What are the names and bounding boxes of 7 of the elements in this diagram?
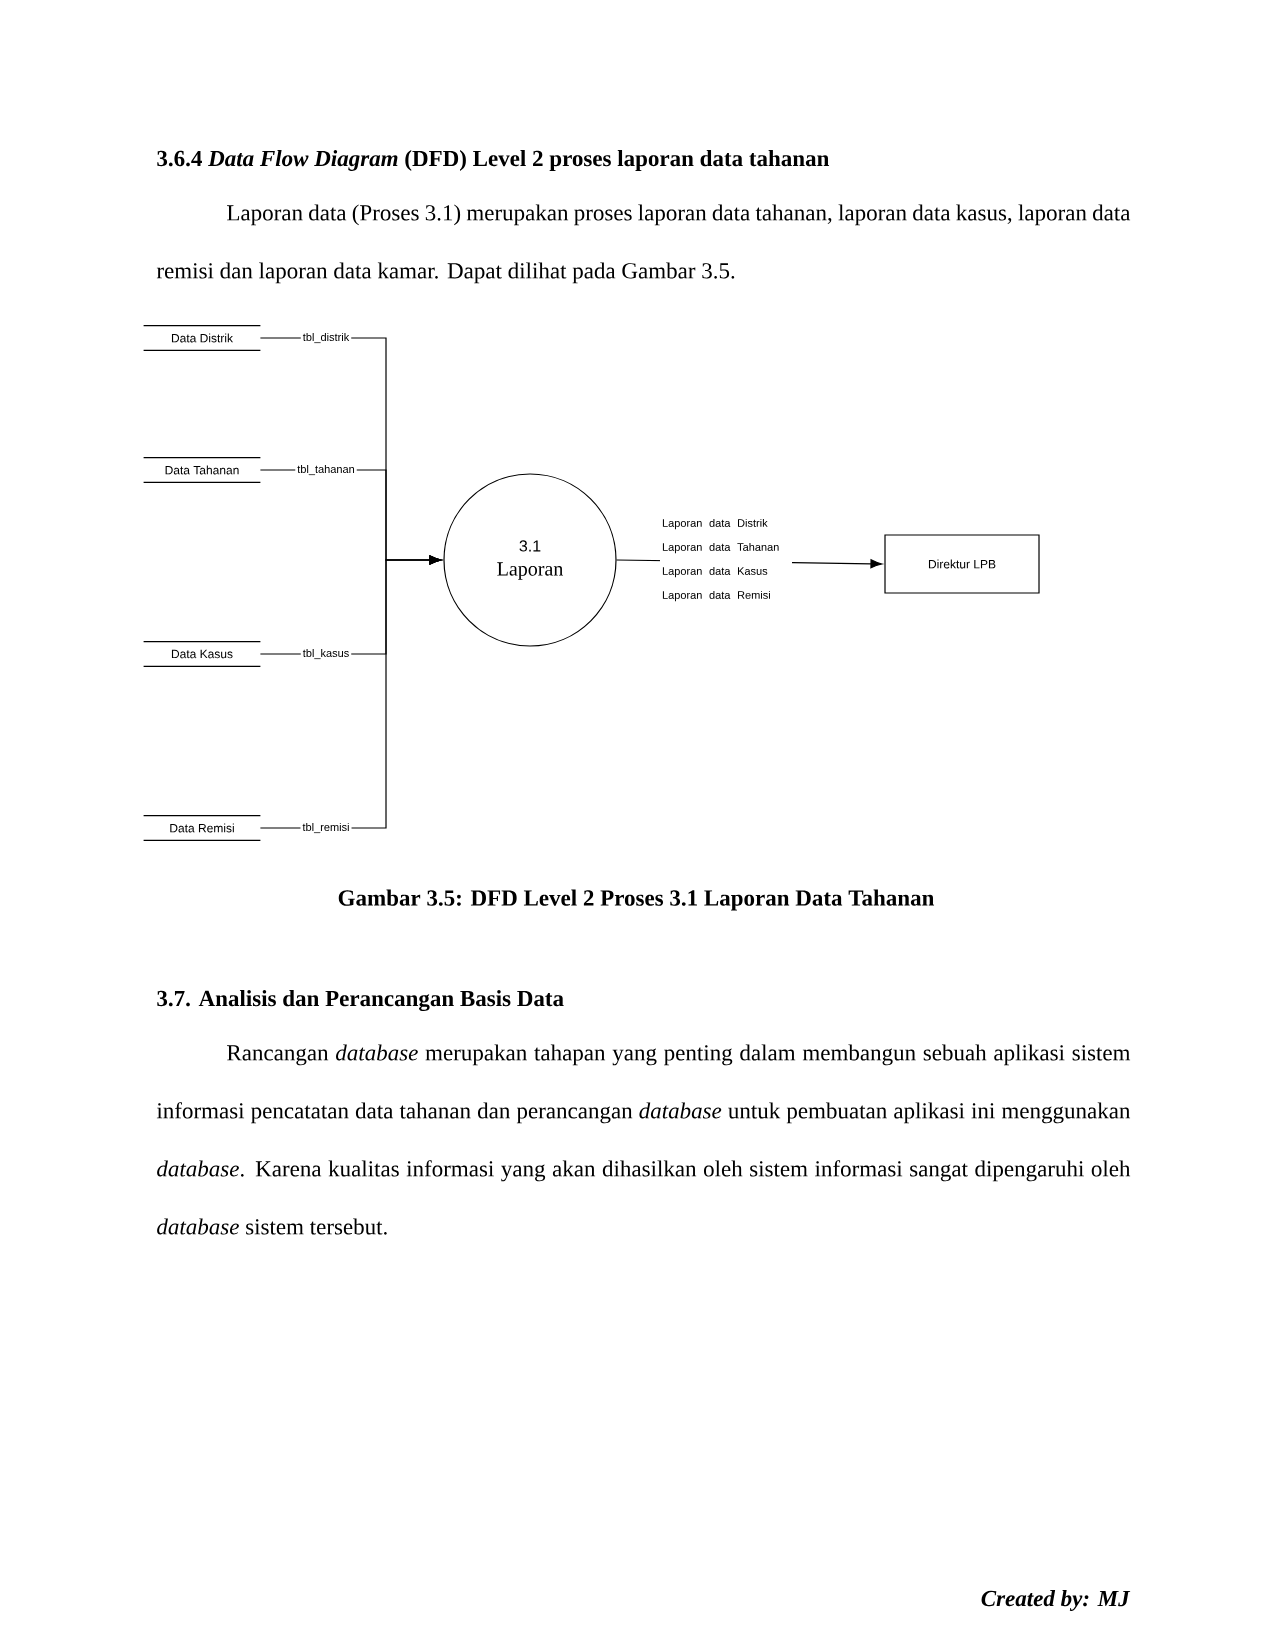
paragraph: Rancangan database merupakan tahapan yang penting dalam membangun sebuah aplikasi sistem informasi pencatatan data tahanan dan perancangan database untuk pembuatan aplikasi ini menggunakan database. Karena kualitas informasi yang akan dihasilkan oleh sistem informasi sangat dipengaruhi oleh database sistem tersebut. [156, 1044, 1131, 1235]
caption: Gambar 3.5: DFD Level 2 Proses 3.1 Laporan Data Tahanan [338, 889, 935, 911]
heading: 3.7. Analisis dan Perancangan Basis Data [157, 990, 564, 1012]
arrow [259, 555, 442, 829]
heading: 3.6.4 Data Flow Diagram (DFD) Level 2 proses laporan data tahanan [157, 150, 830, 171]
paragraph: Laporan data (Proses 3.1) merupakan proses laporan data tahanan, laporan data kasus, laporan data remisi dan laporan data kamar. Dapat dilihat pada Gambar 3.5. [156, 204, 1131, 284]
signature: Created by: MJ [981, 1590, 1131, 1611]
